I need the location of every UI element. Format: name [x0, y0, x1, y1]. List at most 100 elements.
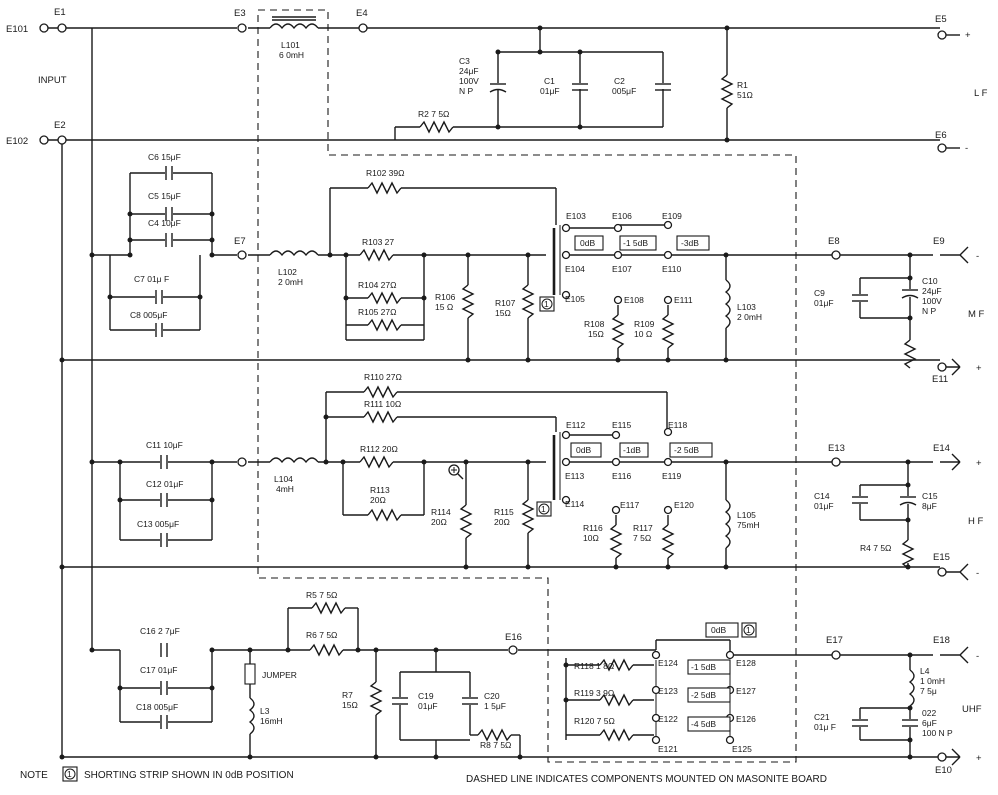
component-label-r7-a: R7	[342, 690, 353, 700]
component-label-r109-a: R109	[634, 319, 655, 329]
component-label-l4-a: L4	[920, 666, 930, 676]
hf-att-25db: -2 5dB	[674, 445, 699, 455]
component-label-c11: C11 10μF	[146, 440, 183, 450]
component-label-c20-a: C20	[484, 691, 500, 701]
component-label-r116-b: 10Ω	[583, 533, 599, 543]
label-e104: E104	[565, 264, 585, 274]
component-label-r117-a: R117	[633, 523, 653, 533]
uhf-att-15db: -1 5dB	[691, 662, 716, 672]
uhf-att-45db: -4 5dB	[691, 719, 716, 729]
component-label-c20-b: 1 5μF	[484, 701, 506, 711]
pol-e10: +	[976, 753, 982, 764]
label-e109: E109	[662, 211, 682, 221]
label-e18: E18	[933, 635, 950, 646]
component-label-c14-a: C14	[814, 491, 830, 501]
component-label-c12: C12 01μF	[146, 479, 184, 489]
pol-e18: -	[976, 651, 979, 662]
pol-e9: -	[976, 251, 979, 262]
dashed-line-note: DASHED LINE INDICATES COMPONENTS MOUNTED…	[466, 774, 827, 785]
component-label-c18: C18 005μF	[136, 702, 178, 712]
label-e105: E105	[565, 294, 585, 304]
hf-label: H F	[968, 516, 984, 527]
component-label-c15-a: C15	[922, 491, 938, 501]
component-label-l4-c: 7 5μ	[920, 686, 937, 696]
label-e5: E5	[935, 14, 947, 25]
component-label-c22-c: 100 N P	[922, 728, 953, 738]
uhf-label: UHF	[962, 704, 982, 715]
component-label-r7-b: 15Ω	[342, 700, 358, 710]
component-label-r105: R105 27Ω	[358, 307, 397, 317]
component-label-strip: 1	[67, 769, 72, 779]
component-label-r109-b: 10 Ω	[634, 329, 652, 339]
component-label-l104-a: L104	[274, 474, 293, 484]
component-label-c13: C13 005μF	[137, 519, 179, 529]
component-label-r113-a: R113	[370, 485, 390, 495]
label-e126: E126	[736, 714, 756, 724]
component-label-c1-a: C1	[544, 76, 555, 86]
component-label-r108-b: 15Ω	[588, 329, 604, 339]
component-label-c10-c: 100V	[922, 296, 942, 306]
hf-section	[59, 385, 933, 570]
component-label-l105-b: 75mH	[737, 520, 760, 530]
component-label-l103-a: L103	[737, 302, 756, 312]
component-label-c3-b: 24μF	[459, 66, 479, 76]
label-e103: E103	[566, 211, 586, 221]
component-label-c22-a: 022	[922, 708, 936, 718]
component-label-c19-a: C19	[418, 691, 434, 701]
label-e102: E102	[6, 136, 28, 147]
zoom-cursor-icon[interactable]	[448, 464, 464, 480]
component-label-c4: C4 10μF	[148, 218, 181, 228]
label-e7: E7	[234, 236, 246, 247]
hf-att-0db: 0dB	[576, 445, 591, 455]
component-label-r115-b: 20Ω	[494, 517, 510, 527]
label-e6: E6	[935, 130, 947, 141]
label-e110: E110	[662, 264, 681, 274]
component-label-strip: 1	[544, 299, 549, 309]
component-label-r112: R112 20Ω	[360, 444, 398, 454]
component-label-l101-a: L101	[281, 40, 300, 50]
component-label-r8: R8 7 5Ω	[480, 740, 511, 750]
component-label-r114-b: 20Ω	[431, 517, 447, 527]
label-e120: E120	[674, 500, 694, 510]
component-label-c10-b: 24μF	[922, 286, 942, 296]
component-labels: L101 6 0mH C3 24μF 100V N P C1 01μF C2 0…	[130, 40, 953, 750]
component-label-r4: R4 7 5Ω	[860, 543, 891, 553]
output-arrows	[940, 34, 969, 766]
component-label-c19-b: 01μF	[418, 701, 438, 711]
label-e124: E124	[658, 658, 678, 668]
component-label-c9-b: 01μF	[814, 298, 834, 308]
label-e15: E15	[933, 552, 950, 563]
label-e119: E119	[662, 471, 681, 481]
lf-section	[269, 16, 734, 143]
pol-e5: +	[965, 30, 971, 41]
component-label-c16: C16 2 7μF	[140, 626, 180, 636]
component-label-c3-a: C3	[459, 56, 470, 66]
component-label-r116-a: R116	[583, 523, 603, 533]
component-label-c6: C6 15μF	[148, 152, 181, 162]
label-e115: E115	[612, 420, 631, 430]
mf-att-0db: 0dB	[580, 238, 595, 248]
mf-att-3db: -3dB	[681, 238, 699, 248]
label-e112: E112	[566, 420, 585, 430]
label-e2: E2	[54, 120, 66, 131]
note-label: NOTE	[20, 770, 48, 781]
hf-att-1db: -1dB	[623, 445, 641, 455]
component-label-r2: R2 7 5Ω	[418, 109, 449, 119]
label-e107: E107	[612, 264, 632, 274]
component-label-r107-b: 15Ω	[495, 308, 511, 318]
label-e122: E122	[658, 714, 678, 724]
component-label-l104-b: 4mH	[276, 484, 294, 494]
label-e111: E111	[674, 295, 693, 305]
label-e8: E8	[828, 236, 840, 247]
component-label-c7: C7 01μ F	[134, 274, 169, 284]
label-e14: E14	[933, 443, 950, 454]
notes: NOTE SHORTING STRIP SHOWN IN 0dB POSITIO…	[20, 770, 827, 785]
label-e10: E10	[935, 765, 952, 776]
component-label-r104: R104 27Ω	[358, 280, 397, 290]
label-e13: E13	[828, 443, 845, 454]
label-e16: E16	[505, 632, 522, 643]
note-text: SHORTING STRIP SHOWN IN 0dB POSITION	[84, 770, 294, 781]
label-e101: E101	[6, 24, 28, 35]
mf-section	[59, 166, 933, 369]
